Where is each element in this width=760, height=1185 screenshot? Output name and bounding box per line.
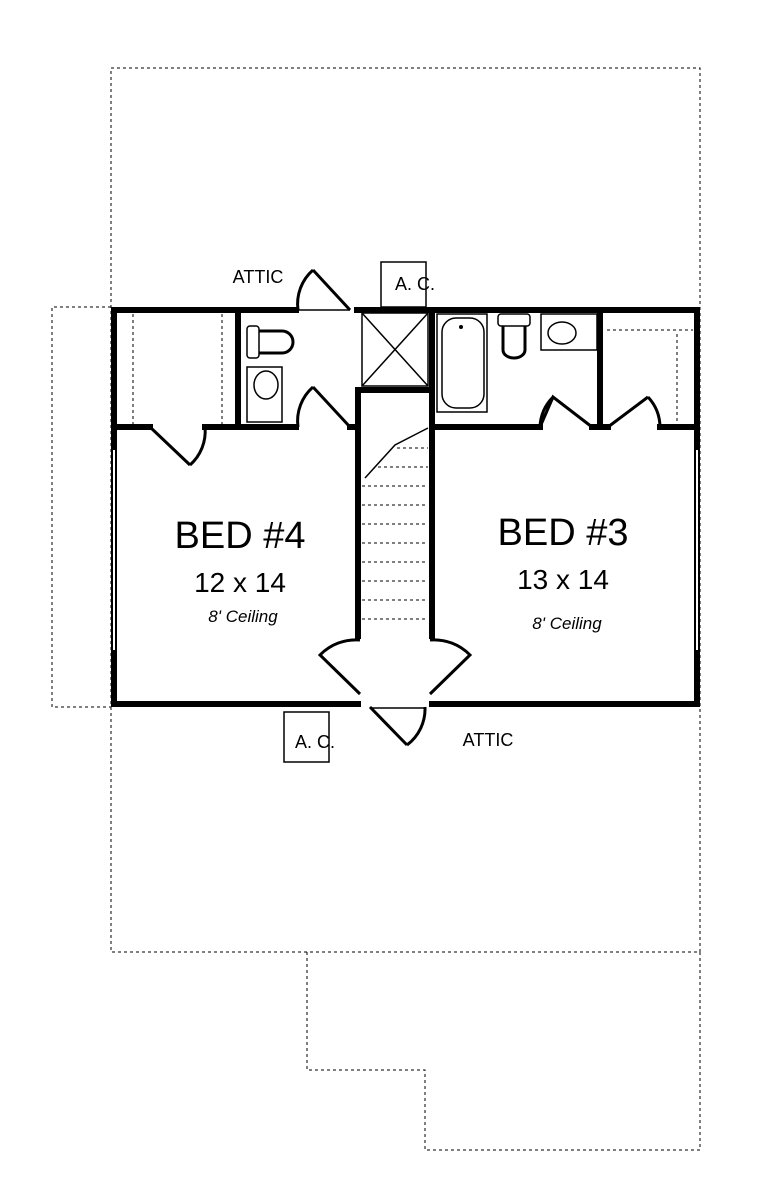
bed3-ceiling: 8' Ceiling xyxy=(532,614,602,633)
stair-winder xyxy=(364,427,429,479)
toilet-icon xyxy=(246,325,295,359)
interior-walls xyxy=(111,307,700,639)
ac-label-top: A. C. xyxy=(395,274,435,294)
bathtub-icon xyxy=(436,313,488,413)
sink-icon xyxy=(246,366,283,423)
bed4-ceiling: 8' Ceiling xyxy=(208,607,278,626)
sink-icon xyxy=(540,313,598,351)
closet-shelves xyxy=(132,314,693,424)
ac-unit-bottom xyxy=(283,711,330,763)
bed3-size: 13 x 14 xyxy=(517,564,609,595)
stairs xyxy=(362,427,429,620)
attic-label-top: ATTIC xyxy=(233,267,284,287)
chase-box xyxy=(361,312,429,387)
attic-label-bottom: ATTIC xyxy=(463,730,514,750)
toilet-icon xyxy=(497,313,531,360)
bed4-size: 12 x 14 xyxy=(194,567,286,598)
ac-unit-top xyxy=(380,261,427,308)
exterior-walls xyxy=(111,307,700,707)
doors xyxy=(148,268,662,747)
roof-outline xyxy=(51,67,701,1151)
ac-label-bottom: A. C. xyxy=(295,732,335,752)
bed3-name: BED #3 xyxy=(498,512,629,554)
bed4-name: BED #4 xyxy=(175,515,306,557)
